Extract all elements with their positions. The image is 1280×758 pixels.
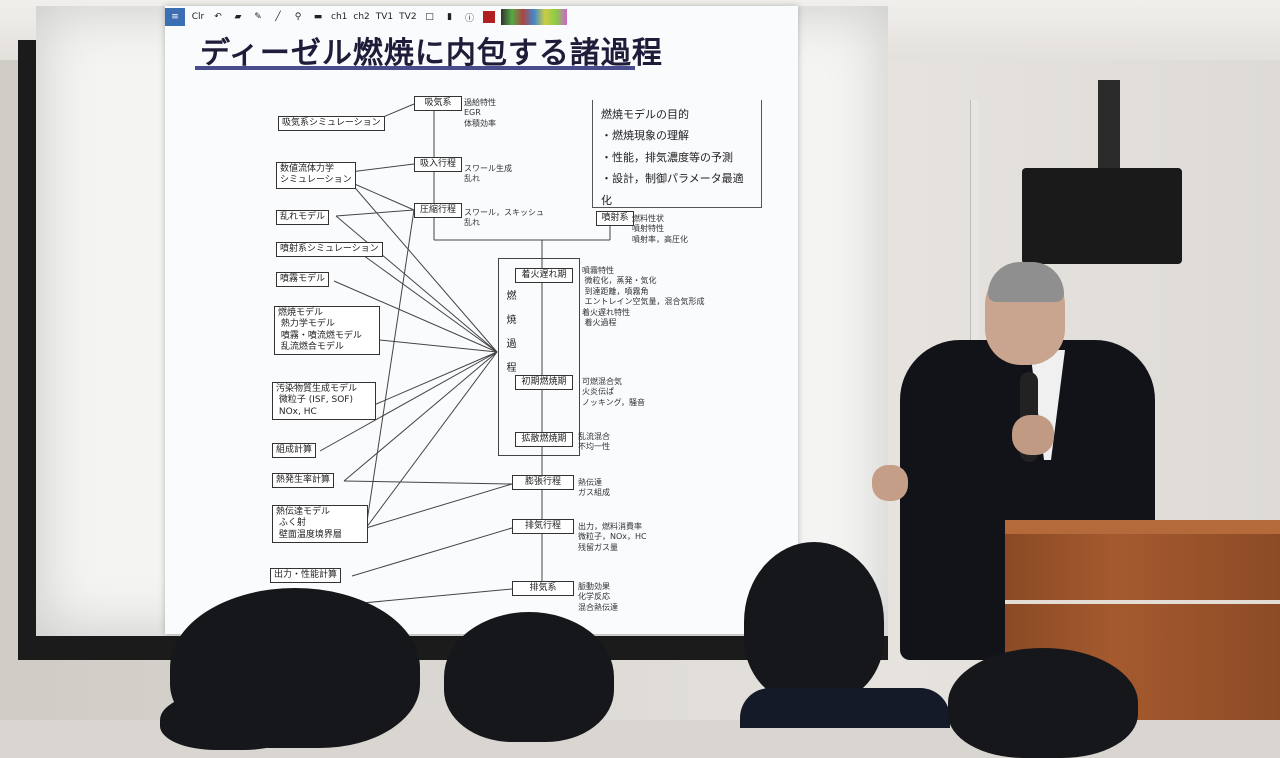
note-injection: 燃料性状 噴射特性 噴射率，高圧化: [632, 214, 688, 244]
tv1-button[interactable]: TV1: [375, 12, 394, 22]
process-node: 着火遅れ期: [515, 268, 573, 284]
note-exhaust-stroke: 出力，燃料消費率 微粒子，NOx，HC 残留ガス量: [578, 522, 647, 552]
note-diffusion: 乱流混合 不均一性: [578, 432, 610, 452]
title-underline: [195, 66, 635, 70]
model-box: 数値流体力学 シミュレーション: [276, 162, 356, 189]
channel1-button[interactable]: ch1: [331, 12, 348, 22]
projector-mount: [1098, 80, 1120, 170]
model-box: 吸気系シミュレーション: [278, 116, 385, 132]
process-node: 排気系: [512, 581, 574, 597]
audience-head: [948, 648, 1138, 758]
combustion-bracket: [498, 258, 580, 456]
process-node: 初期燃焼期: [515, 375, 573, 391]
purpose-item: ・性能，排気濃度等の予測: [601, 150, 733, 164]
speaker-hand: [1012, 415, 1054, 455]
speaker-hair: [988, 262, 1064, 302]
process-node: 吸入行程: [414, 157, 462, 173]
speaker-hand-pointing: [872, 465, 908, 501]
slide-title: ディーゼル燃焼に内包する諸過程: [200, 36, 663, 71]
process-node: 拡散燃焼期: [515, 432, 573, 448]
presentation-slide: [165, 6, 798, 634]
audience-head: [160, 690, 300, 750]
model-box: 燃焼モデル 熱力学モデル 噴霧・噴流燃モデル 乱流燃合モデル: [274, 306, 380, 355]
channel2-button[interactable]: ch2: [353, 12, 370, 22]
clear-button[interactable]: Clr: [191, 12, 205, 22]
tv2-button[interactable]: TV2: [399, 12, 417, 22]
podium-trim: [1005, 600, 1280, 604]
note-initial: 可燃混合気 火炎伝ぱ ノッキング，騒音: [582, 377, 646, 407]
model-box: 出力・性能計算: [270, 568, 342, 584]
note-suction: スワール生成 乱れ: [464, 164, 512, 184]
line-icon[interactable]: ╱: [275, 12, 281, 22]
note-intake: 過給特性 EGR 体積効率: [464, 98, 496, 128]
color-palette[interactable]: [500, 9, 567, 25]
model-box: 噴霧モデル: [276, 272, 330, 288]
audience-head: [744, 542, 884, 702]
purpose-item: ・燃焼現象の理解: [601, 129, 689, 143]
info-icon[interactable]: ⓘ: [465, 13, 475, 24]
pen-icon[interactable]: ✎: [254, 12, 262, 22]
audience-shoulders: [740, 688, 950, 728]
projector: [1022, 168, 1182, 264]
purpose-item: ・設計，制御パラメータ最適化: [601, 172, 744, 207]
model-box: 熱発生率計算: [272, 473, 335, 489]
undo-icon[interactable]: ↶: [214, 12, 222, 22]
note-compression: スワール，スキッシュ 乱れ: [464, 208, 544, 228]
audience-head: [444, 612, 614, 742]
note-exhaust-system: 脈動効果 化学反応 混合熱伝達: [578, 582, 618, 612]
model-box: 組成計算: [272, 443, 317, 459]
model-box: 汚染物質生成モデル 微粒子 (ISF, SOF) NOx, HC: [272, 382, 376, 420]
window-icon[interactable]: □: [425, 12, 434, 22]
purpose-heading: 燃焼モデルの目的: [601, 108, 689, 121]
annotation-toolbar: ≡ Clr ↶ ▰ ✎ ╱ ⚲ ▬ ch1 ch2 TV1 TV2 □ ▮ ⓘ: [165, 6, 585, 28]
eraser-icon[interactable]: ▰: [234, 12, 242, 22]
diagram-connectors: [319, 103, 611, 605]
process-node: 噴射系: [596, 211, 634, 227]
combustion-process-label: 燃焼過程: [504, 290, 515, 386]
note-expansion: 熱伝達 ガス組成: [578, 478, 610, 498]
model-box: 熱伝達モデル ふく射 壁面温度境界層: [272, 505, 368, 543]
model-box: 噴射系シミュレーション: [276, 242, 383, 258]
model-box: 乱れモデル: [276, 210, 330, 226]
process-node: 圧縮行程: [414, 203, 462, 219]
note-ignition: 噴霧特性 微粒化，蒸発・気化 到達距離，噴霧角 エントレイン空気量，混合気形成 …: [582, 266, 705, 327]
pointer-icon[interactable]: ⚲: [294, 12, 302, 22]
purpose-box: 燃焼モデルの目的 ・燃焼現象の理解 ・性能，排気濃度等の予測 ・設計，制御パラメ…: [592, 100, 762, 208]
device-icon[interactable]: ▮: [447, 12, 453, 22]
line-width-icon[interactable]: ▬: [313, 12, 323, 22]
process-node: 膨張行程: [512, 475, 574, 491]
process-node: 排気行程: [512, 519, 574, 535]
menu-icon[interactable]: ≡: [165, 8, 185, 26]
podium-top: [1005, 520, 1280, 534]
process-node: 吸気系: [414, 96, 462, 112]
color-red-icon[interactable]: [482, 11, 495, 23]
